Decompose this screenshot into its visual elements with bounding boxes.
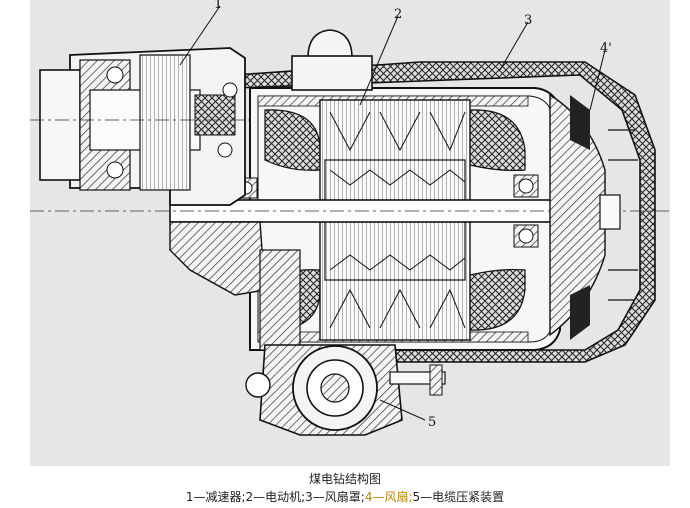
top-grip-shape [291,29,373,91]
legend-part1: 1—减速器;2—电动机;3—风扇罩; [185,490,365,504]
legend-part3: 5—电缆压紧装置 [412,490,505,504]
reducer-gearbox [30,47,250,206]
callout-4: 4' [600,41,612,56]
lower-gear-housing [169,221,301,351]
figure-caption-legend: 1—减速器;2—电动机;3—风扇罩;4—风扇;5—电缆压紧装置 [0,488,690,505]
leader-lines [179,5,606,421]
callout-5: 5 [428,415,436,430]
callout-1: 1 [214,0,222,12]
fan-shape [549,93,638,340]
drill-cross-section-diagram: 1 2 3 4' 5 [30,0,670,466]
legend-part2-highlight: 4—风扇; [364,490,413,504]
callout-2: 2 [394,7,402,22]
figure-caption-title: 煤电钻结构图 [308,472,381,486]
cable-clamp-shape [245,344,446,436]
callout-3: 3 [524,13,532,28]
